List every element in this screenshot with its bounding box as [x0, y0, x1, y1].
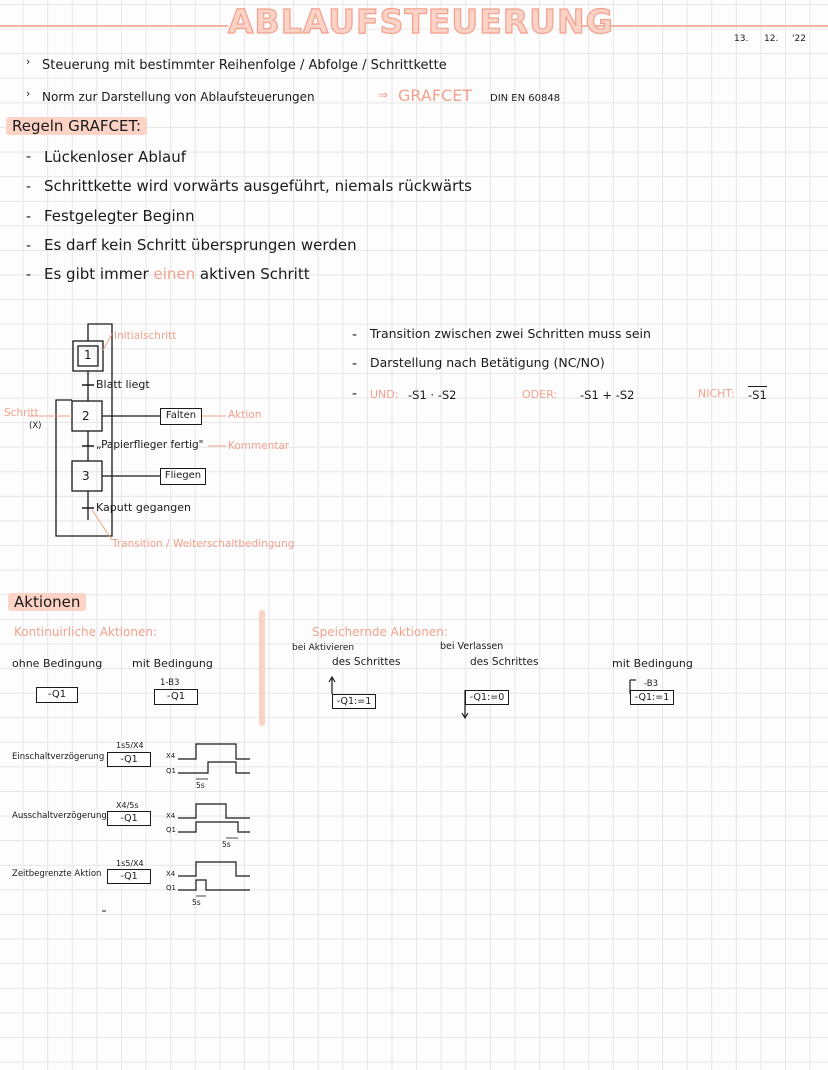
zeit-5s: 5s: [192, 898, 201, 907]
set2-action-box: -Q1:=1: [630, 690, 674, 705]
reset-action-box: -Q1:=0: [465, 690, 509, 705]
timing-aus: [178, 803, 250, 839]
step-2-number: 2: [82, 409, 90, 423]
step-3-number: 3: [82, 469, 90, 483]
aus-5s: 5s: [222, 840, 231, 849]
timing-zeit: [178, 861, 250, 897]
ein-label: Einschaltverzögerung: [12, 752, 105, 762]
rule-dash-5: -: [26, 267, 32, 283]
action-fliegen-box: Fliegen: [160, 468, 206, 485]
verlassen-a: bei Verlassen: [440, 641, 504, 652]
label-transition: Transition / Weiterschaltbedingung: [112, 538, 295, 550]
intro-line-2: Norm zur Darstellung von Ablaufsteuerung…: [42, 90, 315, 104]
action-falten-box: Falten: [160, 408, 202, 425]
rule-3: Festgelegter Beginn: [44, 207, 195, 225]
transition-2-label: „Papierflieger fertig": [96, 439, 204, 451]
nicht-value: -S1: [748, 386, 767, 402]
actions-heading-text: Aktionen: [8, 593, 87, 611]
loop-line: [55, 323, 113, 537]
rules-heading-text: Regeln GRAFCET:: [6, 117, 148, 135]
mit2-condition: -B3: [644, 679, 659, 689]
note-dash-3: -: [352, 386, 358, 402]
section-divider: [259, 610, 265, 726]
ein-action-box: -Q1: [107, 752, 151, 767]
aus-action-box: -Q1: [107, 811, 151, 826]
oder-label: ODER:: [522, 388, 558, 401]
aus-condition: X4/5s: [116, 801, 139, 810]
oder-value: -S1 + -S2: [580, 388, 635, 402]
note-1: Transition zwischen zwei Schritten muss …: [370, 326, 651, 341]
rules-heading: Regeln GRAFCET:: [6, 117, 148, 135]
label-comment: Kommentar: [228, 440, 290, 452]
rule-dash-4: -: [26, 238, 32, 254]
label-step: Schritt: [4, 407, 39, 419]
rule-1: Lückenloser Ablauf: [44, 148, 186, 166]
aktivieren-a: bei Aktivieren: [292, 643, 355, 653]
actions-heading: Aktionen: [8, 593, 87, 611]
intro-grafcet: GRAFCET: [398, 86, 473, 105]
rule-5-a: Es gibt immer: [44, 265, 149, 283]
und-value: -S1 · -S2: [408, 388, 457, 402]
zeit-q1: Q1: [166, 884, 176, 892]
aktivieren-b: des Schrittes: [332, 656, 401, 668]
bullet-2: ›: [26, 87, 31, 100]
storing-heading: Speichernde Aktionen:: [312, 625, 448, 639]
und-label: UND:: [370, 388, 399, 401]
aus-x4: X4: [166, 812, 176, 820]
step-1-number: 1: [84, 348, 92, 362]
label-initial-step: Initialschritt: [114, 330, 177, 342]
continuous-heading: Kontinuirliche Aktionen:: [14, 625, 157, 639]
rule-dash-2: -: [26, 179, 32, 195]
mit2-label: mit Bedingung: [612, 657, 693, 670]
ohne-bedingung-label: ohne Bedingung: [12, 657, 103, 670]
timing-ein: [178, 743, 250, 780]
ein-condition: 1s5/X4: [116, 741, 144, 750]
zeit-condition: 1s5/X4: [116, 859, 144, 868]
transition-1-label: Blatt liegt: [96, 378, 150, 391]
rule-5-b: einen: [153, 265, 196, 283]
title-line-right: [575, 25, 828, 27]
label-action: Aktion: [228, 409, 262, 421]
set-action-box: -Q1:=1: [332, 694, 376, 709]
verlassen-b: des Schrittes: [470, 656, 539, 668]
intro-arrow: ⇒: [378, 88, 389, 102]
rule-dash-1: -: [26, 149, 32, 165]
bullet-1: ›: [26, 55, 31, 68]
note-2: Darstellung nach Betätigung (NC/NO): [370, 355, 605, 370]
label-step-symbol: (X): [29, 421, 42, 431]
step-1-inner: [77, 345, 99, 367]
ein-q1: Q1: [166, 767, 176, 775]
intro-line-1: Steuerung mit bestimmter Reihenfolge / A…: [42, 58, 447, 73]
aus-q1: Q1: [166, 826, 176, 834]
date-day: 13.: [734, 34, 749, 44]
action-q1-box: -Q1: [36, 687, 78, 703]
mit-condition: 1-B3: [160, 678, 180, 688]
mit-bedingung-label: mit Bedingung: [132, 657, 213, 670]
zeit-action-box: -Q1: [107, 869, 151, 884]
ein-5s: 5s: [196, 781, 205, 790]
aus-label: Ausschaltverzögerung: [12, 811, 107, 821]
zeit-x4: X4: [166, 870, 176, 878]
page-title: ABLAUFSTEUERUNG: [227, 1, 614, 41]
note-dash-2: -: [352, 356, 358, 372]
transition-3-label: Kaputt gegangen: [96, 501, 192, 514]
rule-4: Es darf kein Schritt übersprungen werden: [44, 236, 357, 254]
rule-2: Schrittkette wird vorwärts ausgeführt, n…: [44, 177, 472, 195]
rule-5: Es gibt immer einen aktiven Schritt: [44, 265, 310, 283]
rule-dash-3: -: [26, 209, 32, 225]
nicht-label: NICHT:: [698, 387, 735, 400]
note-dash-1: -: [352, 327, 358, 343]
ein-x4: X4: [166, 752, 176, 760]
rule-5-c: aktiven Schritt: [199, 265, 310, 283]
zeit-label: Zeitbegrenzte Aktion: [12, 869, 102, 879]
date-month: 12.: [764, 34, 779, 44]
intro-din: DIN EN 60848: [490, 93, 561, 104]
title-line-left: [0, 25, 228, 27]
date-year: '22: [792, 34, 806, 44]
action-q1-cond-box: -Q1: [154, 689, 198, 705]
